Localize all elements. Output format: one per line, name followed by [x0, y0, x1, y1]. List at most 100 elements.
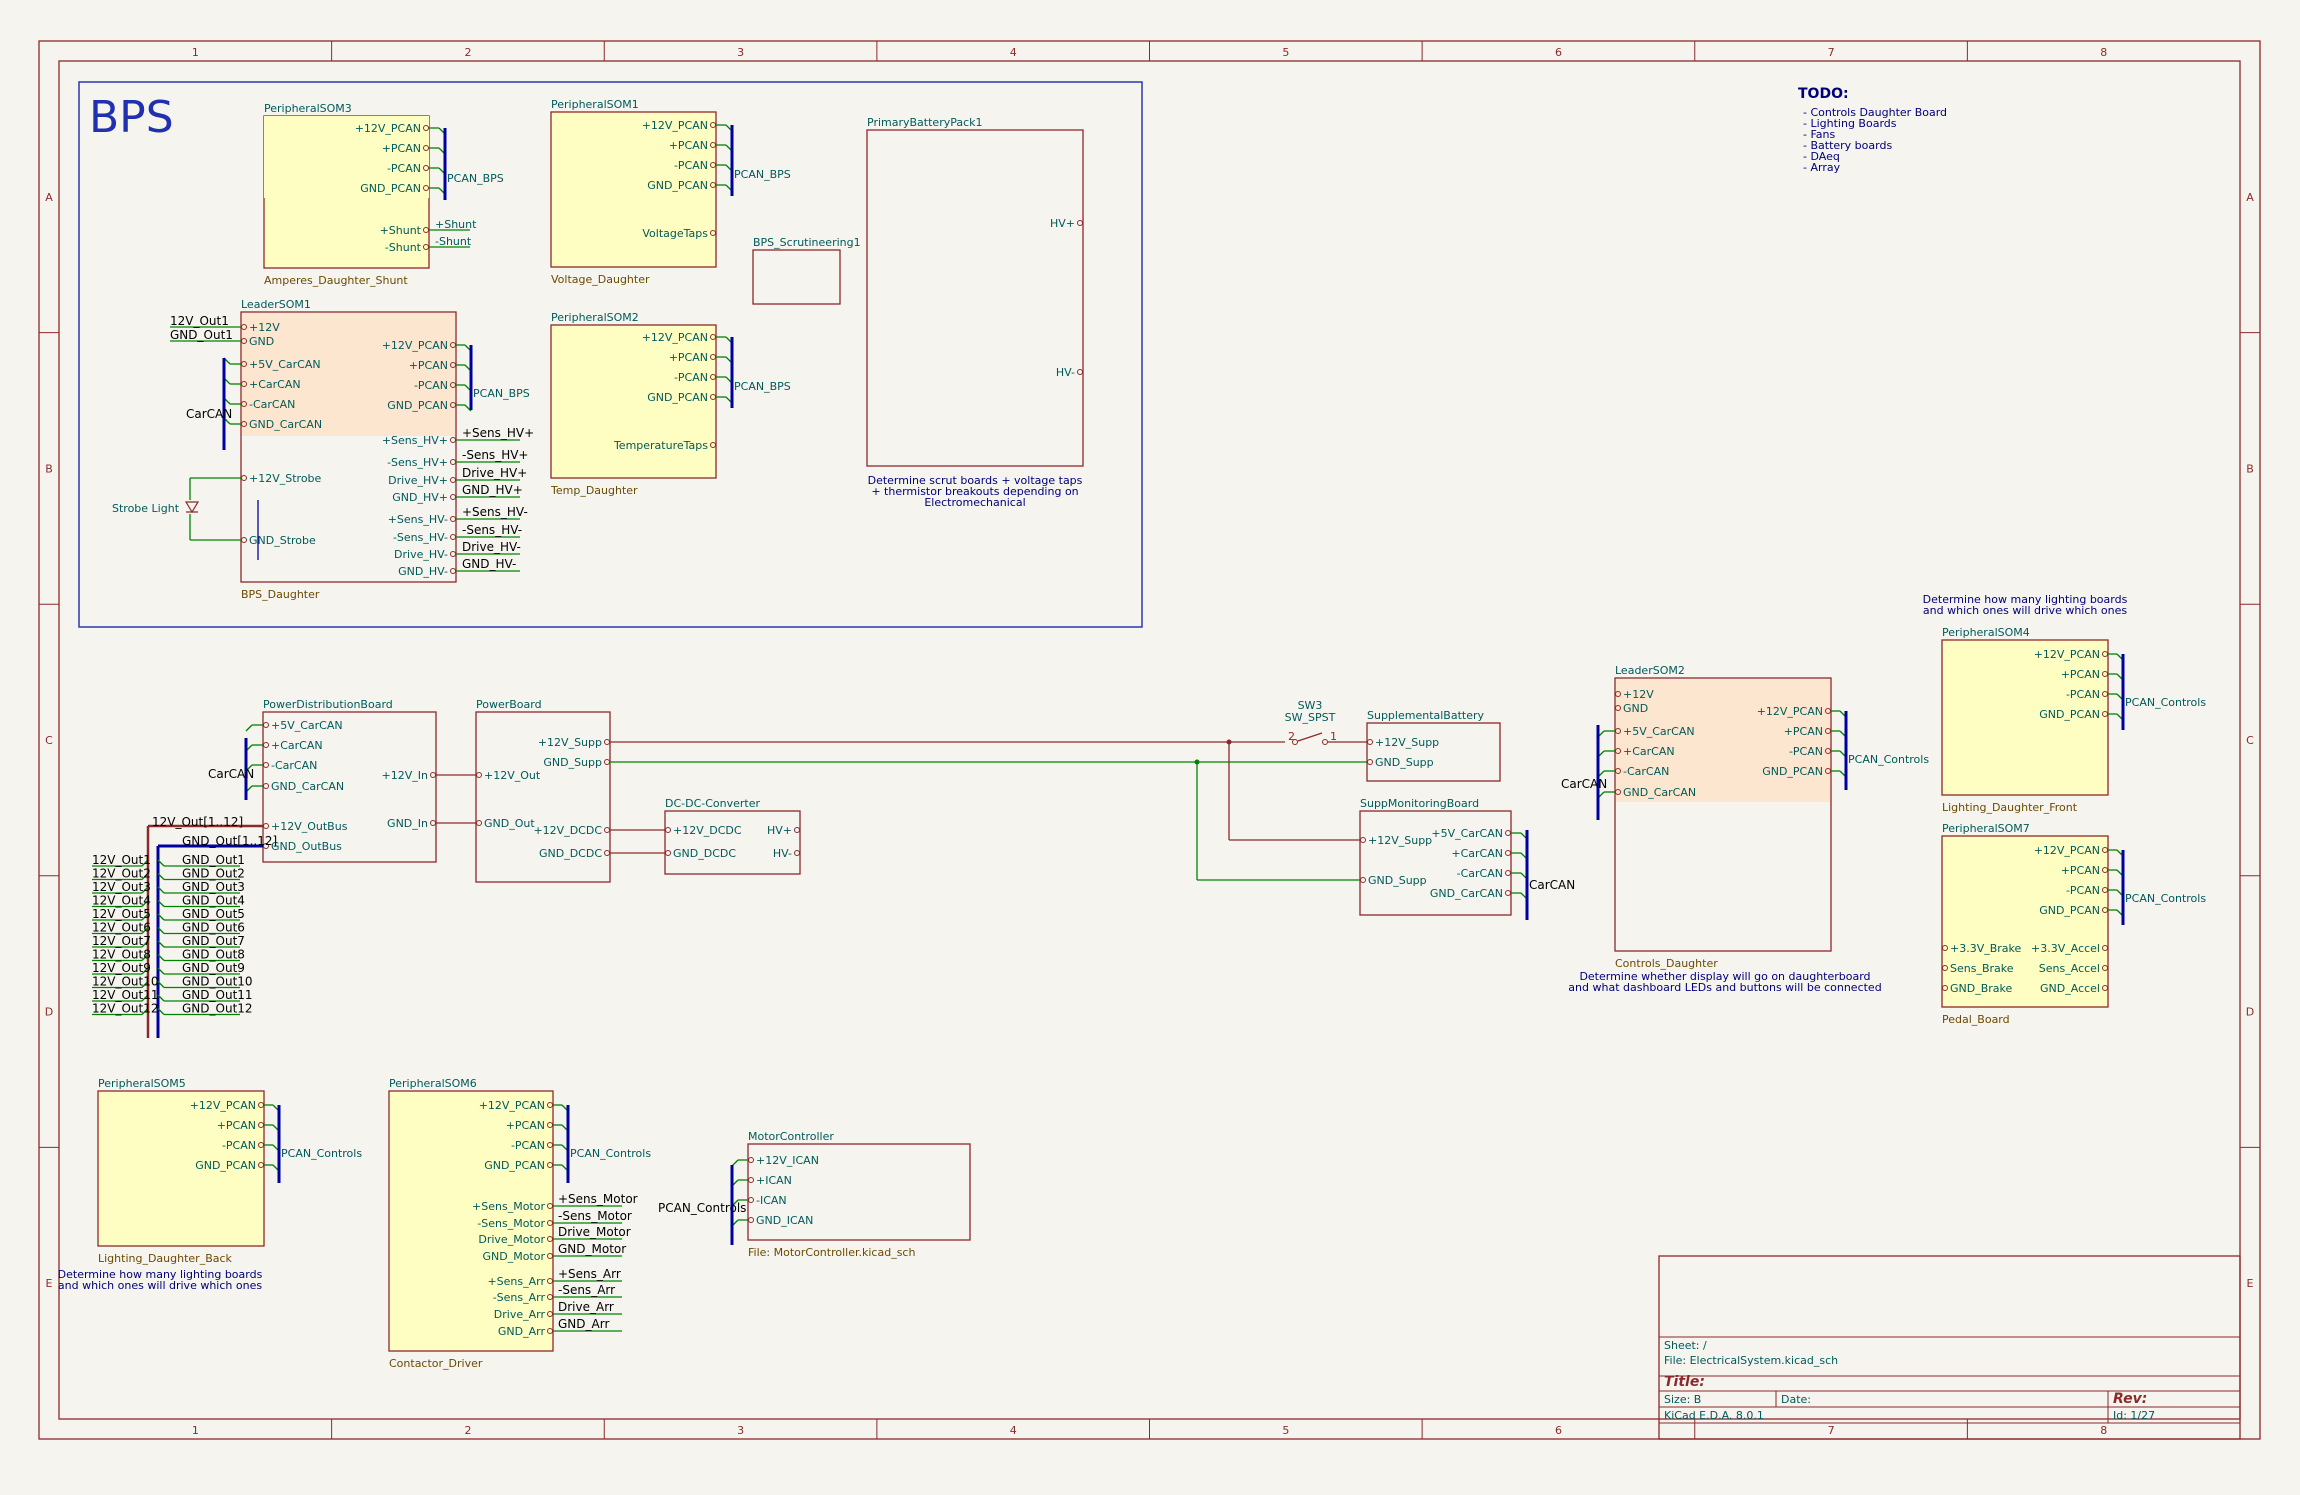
bps-title: BPS [89, 92, 174, 143]
pin-marker [1615, 691, 1621, 697]
sheet-pin: +5V_CarCAN [1623, 725, 1695, 738]
sheet-pin: +PCAN [506, 1119, 545, 1132]
net-label: 12V_Out5 [92, 907, 151, 921]
sheet-pin: GND_In [387, 817, 428, 830]
title-block [1658, 1255, 2241, 1440]
sheet-pin: GND_DCDC [539, 847, 602, 860]
note-text: Determine how many lighting boards [1923, 593, 2128, 606]
sheet-pin: +CarCAN [1623, 745, 1675, 758]
pin-marker [604, 850, 610, 856]
sheet-name: MotorController [748, 1130, 834, 1143]
pin-marker [2102, 887, 2108, 893]
sheet-pin: GND_PCAN [387, 399, 448, 412]
sheet-pin: +12V [1623, 688, 1654, 701]
pin-marker [423, 145, 429, 151]
net-label: GND_Motor [558, 1242, 626, 1256]
sheet-pin: +12V_PCAN [479, 1099, 545, 1112]
sheet-pin: HV+ [1050, 217, 1075, 230]
pin-marker [1505, 850, 1511, 856]
sheet-fill [1943, 641, 2107, 725]
bus-label: CarCAN [186, 407, 232, 421]
sheet-pin: +12V_PCAN [2034, 648, 2100, 661]
sheet-pin: +5V_CarCAN [271, 719, 343, 732]
bps-box [78, 81, 1143, 628]
pin-num: 2 [1288, 730, 1295, 743]
pin-marker [476, 820, 482, 826]
todo-title: TODO: [1798, 86, 1849, 102]
net-label: GND_Out8 [182, 948, 245, 962]
wire [141, 994, 149, 1002]
sheet-name: LeaderSOM1 [241, 298, 311, 311]
net-label: 12V_Out8 [92, 948, 151, 962]
sheet-pin: +12V_Supp [1375, 736, 1439, 749]
switch-contact [1322, 739, 1328, 745]
wire [141, 967, 149, 975]
pin-marker [547, 1203, 553, 1209]
pin-marker [2102, 965, 2108, 971]
sheet-pin: +12V_PCAN [190, 1099, 256, 1112]
pin-marker [450, 534, 456, 540]
pin-marker [263, 843, 269, 849]
sheet-pin: +PCAN [669, 351, 708, 364]
sheet-suppmonitoringboard [1359, 810, 1512, 916]
pin-marker [241, 338, 247, 344]
titleblock-id: Id: 1/27 [2113, 1409, 2155, 1422]
net-label: GND_Out7 [182, 934, 245, 948]
sheet-pin: +Sens_HV- [388, 513, 448, 526]
bus-label: PCAN_Controls [1848, 753, 1929, 766]
note-text: Determine scrut boards + voltage taps [868, 474, 1083, 487]
wire [157, 913, 165, 921]
net-label: GND_Out12 [182, 1002, 253, 1016]
frame-col-label: 5 [1282, 46, 1289, 59]
todo-item: - Lighting Boards [1803, 117, 1897, 130]
bus-label: PCAN_Controls [2125, 892, 2206, 905]
sheet-pin: Drive_Arr [494, 1308, 546, 1321]
wire [157, 886, 165, 894]
net-label: 12V_Out9 [92, 961, 151, 975]
pin-marker [430, 772, 436, 778]
sheet-pin: GND [1623, 702, 1648, 715]
component-label: Strobe Light [112, 502, 180, 515]
sheet-dc-dc-converter [664, 810, 801, 875]
sheet-fill [99, 1092, 263, 1175]
pin-marker [794, 827, 800, 833]
sheet-pin: -PCAN [1789, 745, 1823, 758]
pin-marker [450, 402, 456, 408]
pin-marker [1615, 728, 1621, 734]
sheet-pin: GND_DCDC [673, 847, 736, 860]
pin-marker [1077, 369, 1083, 375]
pin-marker [547, 1328, 553, 1334]
pin-marker [263, 783, 269, 789]
frame-row-label: D [45, 1006, 53, 1019]
sheet-pin: GND_PCAN [360, 182, 421, 195]
sheet-name: BPS_Scrutineering1 [753, 236, 861, 249]
sheet-file: Lighting_Daughter_Back [98, 1252, 233, 1265]
pin-marker [241, 381, 247, 387]
sheet-pin: GND_PCAN [647, 179, 708, 192]
pin-marker [241, 421, 247, 427]
pin-marker [1615, 705, 1621, 711]
bus-label: PCAN_BPS [734, 380, 791, 393]
pin-marker [2102, 651, 2108, 657]
sheet-name: DC-DC-Converter [665, 797, 761, 810]
pin-marker [604, 739, 610, 745]
switch-value: SW_SPST [1285, 711, 1336, 724]
wire [157, 967, 165, 975]
pin-marker [1615, 768, 1621, 774]
sheet-pin: -Sens_HV- [393, 531, 448, 544]
net-label: Drive_Arr [558, 1300, 614, 1314]
sheet-pin: +12V_PCAN [642, 331, 708, 344]
note-text: Determine how many lighting boards [58, 1268, 263, 1281]
sheet-pin: GND_Arr [498, 1325, 546, 1338]
sheet-pin: +PCAN [2061, 668, 2100, 681]
sheet-name: PowerDistributionBoard [263, 698, 393, 711]
pin-marker [547, 1311, 553, 1317]
frame-col-label: 4 [1010, 1424, 1017, 1437]
net-label: GND_Arr [558, 1317, 609, 1331]
sheet-pin: GND_OutBus [271, 840, 342, 853]
sheet-pin: -PCAN [2066, 688, 2100, 701]
switch-ref: SW3 [1298, 699, 1323, 712]
bus-label: PCAN_Controls [570, 1147, 651, 1160]
sheet-leadersom1 [240, 311, 457, 583]
